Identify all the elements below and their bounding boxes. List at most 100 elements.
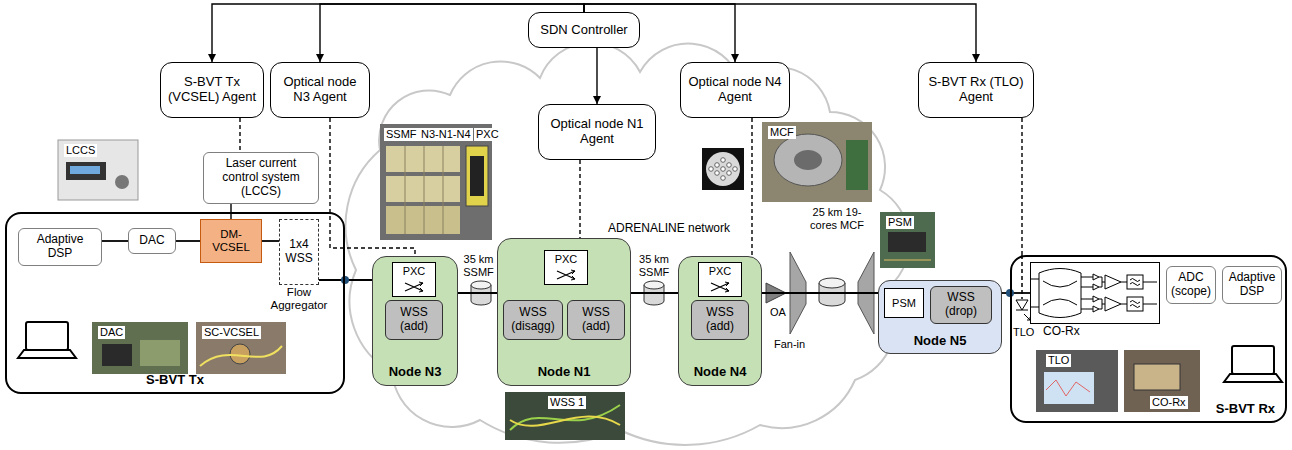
mcf-photo	[794, 150, 822, 170]
rack-photo	[380, 124, 492, 240]
node-panel: Node N4 PXC WSS (add)	[678, 256, 762, 386]
local-oscillator-symbol	[1016, 300, 1028, 310]
psm-photo	[888, 232, 926, 252]
fiber-label: 35 km SSMF	[637, 253, 671, 278]
lccs-photo	[70, 166, 100, 174]
connector-line	[762, 292, 878, 294]
node-label: Node N1	[498, 365, 630, 380]
node-label: WSS (drop)	[937, 291, 985, 319]
fiber-core-photo	[727, 171, 732, 176]
device-label: TLO	[1011, 326, 1036, 339]
fiber-core-photo	[721, 176, 726, 181]
network-cloud	[346, 43, 910, 445]
rack-photo	[443, 146, 444, 234]
photo-label: PXC	[474, 128, 501, 141]
mcf-photo	[762, 122, 872, 202]
photo-label: CO-Rx	[1150, 396, 1188, 409]
node-label: S-BVT Tx (VCSEL) Agent	[165, 75, 259, 105]
crossconnect-symbol	[725, 282, 729, 292]
rack-photo	[386, 206, 460, 234]
laser-photo	[200, 346, 282, 366]
node-label: Node N3	[373, 365, 457, 380]
rack-photo	[405, 146, 406, 234]
fiber-label: 35 km SSMF	[462, 253, 495, 278]
node-label: Adaptive DSP	[1227, 271, 1277, 299]
node-panel: Node N1PXCWSS (disagg)WSS (add)	[497, 238, 631, 386]
lccs-photo	[115, 175, 129, 189]
receiver-schematic	[1031, 277, 1093, 309]
process-box: DAC	[128, 228, 176, 254]
node-label: WSS (add)	[392, 306, 436, 334]
rack-photo	[380, 124, 492, 240]
local-oscillator-symbol	[1016, 255, 1030, 320]
switch-box: WSS (drop)	[930, 286, 992, 324]
node-label: Node N4	[679, 365, 761, 380]
receiver-schematic	[1093, 274, 1099, 280]
fiber-core-photo	[721, 158, 726, 163]
photo-label: MCF	[768, 126, 796, 139]
scope-photo	[1036, 350, 1118, 412]
photo-label: SC-VCSEL	[202, 326, 261, 339]
crossconnect-symbol	[557, 271, 575, 279]
fiber-spool	[819, 278, 845, 288]
photo-label: DAC	[98, 326, 125, 339]
laser-box: DM-VCSEL	[200, 219, 262, 263]
photo-label: LCCS	[64, 144, 97, 157]
connector-line	[584, 4, 976, 62]
node-label: WSS (disagg)	[510, 306, 556, 334]
node-label: PXC	[701, 265, 739, 278]
node-label: Laser current control system (LCCS)	[208, 157, 314, 198]
node-label: ADC (scope)	[1171, 271, 1211, 299]
wss-photo	[510, 405, 620, 430]
control-link	[751, 118, 752, 256]
connector-line	[596, 48, 597, 104]
module-box: PSM	[884, 288, 924, 318]
node-label: Optical node N3 Agent	[275, 75, 365, 105]
crossconnect-symbol	[419, 282, 423, 292]
device-label: OA	[768, 306, 788, 319]
fiber-label: 25 km 19-cores MCF	[806, 206, 868, 231]
control-link	[239, 118, 240, 152]
receiver-schematic	[1043, 281, 1077, 305]
receiver-panel: S-BVT RxCO-RxADC (scope)Adaptive DSP	[1010, 255, 1287, 423]
agent-box: Optical node N1 Agent	[538, 104, 656, 160]
laser-photo	[230, 344, 250, 364]
dac-photo	[92, 322, 188, 374]
receiver-schematic	[1099, 277, 1105, 309]
crossconnect-symbol	[554, 269, 578, 281]
node-label: PXC	[547, 253, 585, 266]
fiber-core-photo	[715, 163, 720, 168]
photo-label: WSS 1	[548, 396, 586, 409]
connector-line	[176, 240, 200, 242]
switch-box: WSS (add)	[385, 300, 443, 340]
controller-box: SDN Controller	[528, 12, 640, 48]
psm-photo	[884, 260, 931, 261]
crossconnect-symbol	[405, 283, 423, 291]
wss-photo	[510, 416, 620, 425]
lccs-photo	[66, 162, 106, 180]
crossconnect-symbol	[711, 283, 729, 291]
crossconnect-box: PXC	[698, 262, 742, 297]
node-label: SDN Controller	[533, 23, 635, 38]
laser-photo	[196, 322, 286, 374]
fiber-core-photo	[702, 148, 744, 190]
network-cloud	[346, 43, 910, 445]
port-dot	[341, 276, 349, 284]
laptop-icon	[26, 322, 68, 350]
psm-photo	[880, 212, 935, 268]
receiver-schematic	[1093, 306, 1099, 312]
photo-label: N3-N1-N4	[419, 128, 473, 141]
rack-photo	[386, 176, 460, 202]
fiber-core-photo	[715, 171, 720, 176]
crossconnect-box: PXC	[392, 262, 436, 297]
node-label: Optical node N4 Agent	[685, 75, 785, 105]
transmitter-panel: S-BVT TxAdaptive DSPDACDM-VCSEL1x4 WSSFl…	[5, 212, 345, 394]
fiber-spool	[471, 281, 491, 289]
scope-photo	[1044, 372, 1094, 404]
node-panel: Node N5PSMWSS (drop)	[878, 280, 1002, 354]
fiber-core-photo	[733, 167, 738, 172]
node-label: WSS (add)	[698, 306, 742, 334]
node-panel: Node N3 PXC WSS (add)	[372, 256, 458, 386]
node-label: DAC	[133, 234, 171, 248]
lccs-photo	[58, 140, 138, 200]
